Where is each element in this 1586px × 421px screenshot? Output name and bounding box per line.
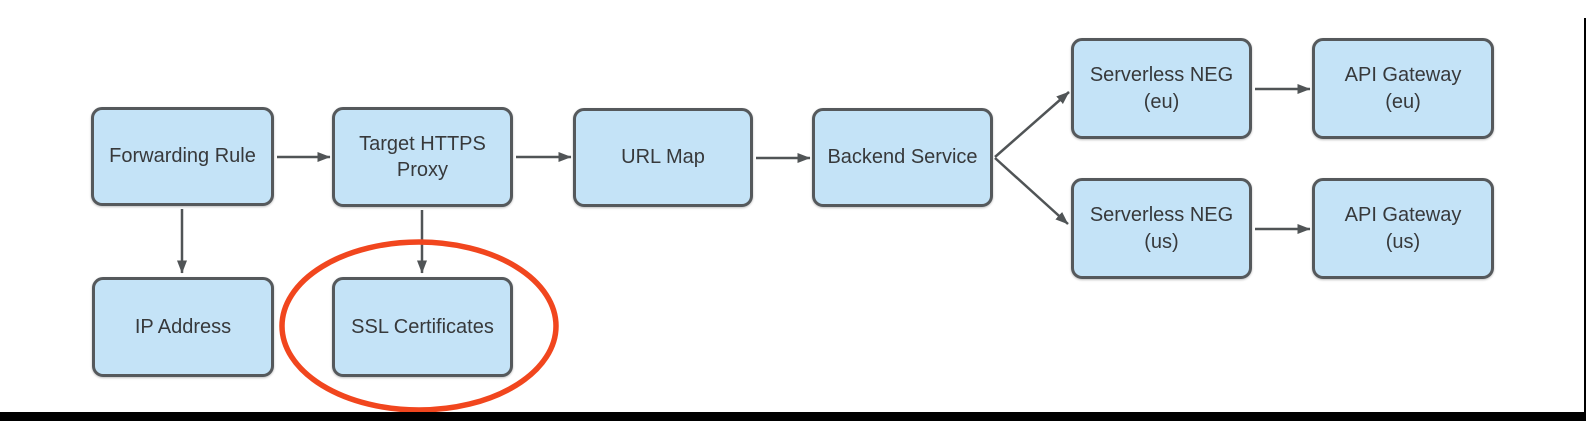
node-url-map: URL Map xyxy=(573,108,753,207)
node-target-https-proxy-label: Target HTTPS Proxy xyxy=(359,132,486,181)
arrow-backend-service-to-serverless-neg-us xyxy=(994,157,1069,225)
arrow-backend-service-to-serverless-neg-eu xyxy=(994,91,1070,158)
node-api-gateway-us-label: API Gateway (us) xyxy=(1344,204,1462,253)
node-ip-address-label: IP Address xyxy=(134,315,232,338)
node-serverless-neg-us: Serverless NEG (us) xyxy=(1071,178,1252,279)
node-ip-address: IP Address xyxy=(92,277,274,377)
window-edge-bottom xyxy=(0,412,1586,421)
node-api-gateway-eu-label: API Gateway (eu) xyxy=(1344,64,1462,113)
node-target-https-proxy: Target HTTPS Proxy xyxy=(332,107,513,207)
node-serverless-neg-us-label: Serverless NEG (us) xyxy=(1089,204,1234,253)
node-forwarding-rule-label: Forwarding Rule xyxy=(109,145,256,168)
node-serverless-neg-eu-label: Serverless NEG (eu) xyxy=(1089,64,1234,113)
window-edge-right xyxy=(1584,18,1586,421)
node-ssl-certificates: SSL Certificates xyxy=(332,277,513,377)
node-backend-service: Backend Service xyxy=(812,108,993,207)
node-serverless-neg-eu: Serverless NEG (eu) xyxy=(1071,38,1252,139)
node-api-gateway-us: API Gateway (us) xyxy=(1312,178,1494,279)
node-forwarding-rule: Forwarding Rule xyxy=(91,107,274,206)
node-ssl-certificates-label: SSL Certificates xyxy=(351,315,494,338)
node-api-gateway-eu: API Gateway (eu) xyxy=(1312,38,1494,139)
node-url-map-label: URL Map xyxy=(621,146,705,169)
node-backend-service-label: Backend Service xyxy=(827,146,978,169)
